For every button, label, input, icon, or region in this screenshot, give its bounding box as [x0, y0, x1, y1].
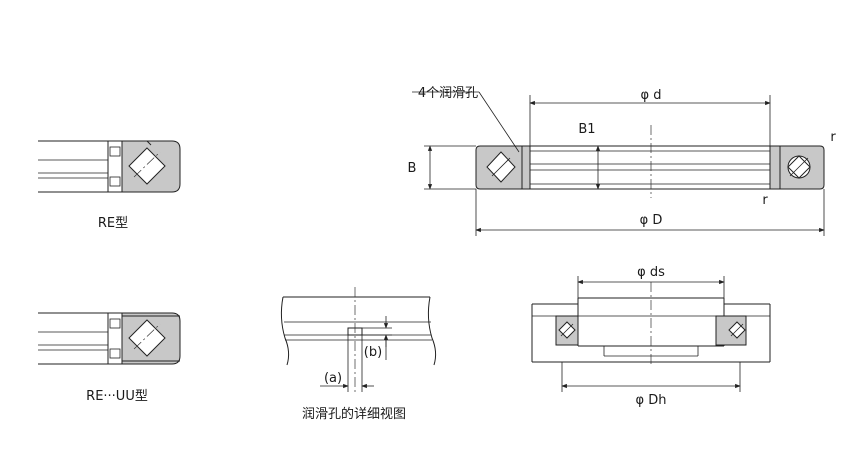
oil-holes-label: 4个润滑孔 [418, 86, 478, 101]
dim-b-detail-label: (b) [364, 345, 382, 360]
dim-D-label: φ D [640, 213, 663, 228]
dim-b1-label: B1 [578, 122, 595, 137]
dim-d-label: φ d [641, 88, 662, 103]
r-bottom-label: r [762, 193, 768, 208]
dim-b-label: B [408, 161, 417, 176]
re-uu-type-view: RE···UU型 [38, 312, 181, 404]
dim-a-label: (a) [324, 371, 342, 386]
re-type-label: RE型 [98, 216, 128, 231]
dim-Dh-label: φ Dh [636, 393, 667, 408]
r-top-label: r [830, 130, 836, 145]
re-type-view: RE型 [38, 140, 181, 231]
re-uu-type-label: RE···UU型 [86, 389, 148, 404]
detail-caption: 润滑孔的详细视图 [302, 406, 406, 422]
housing-view: φ ds φ Dh [531, 265, 771, 408]
main-section-view: 4个润滑孔 φ d B1 B r r φ D [408, 86, 836, 236]
dim-ds-label: φ ds [637, 265, 665, 280]
oil-hole-detail-view: (b) (a) 润滑孔的详细视图 [280, 287, 437, 422]
